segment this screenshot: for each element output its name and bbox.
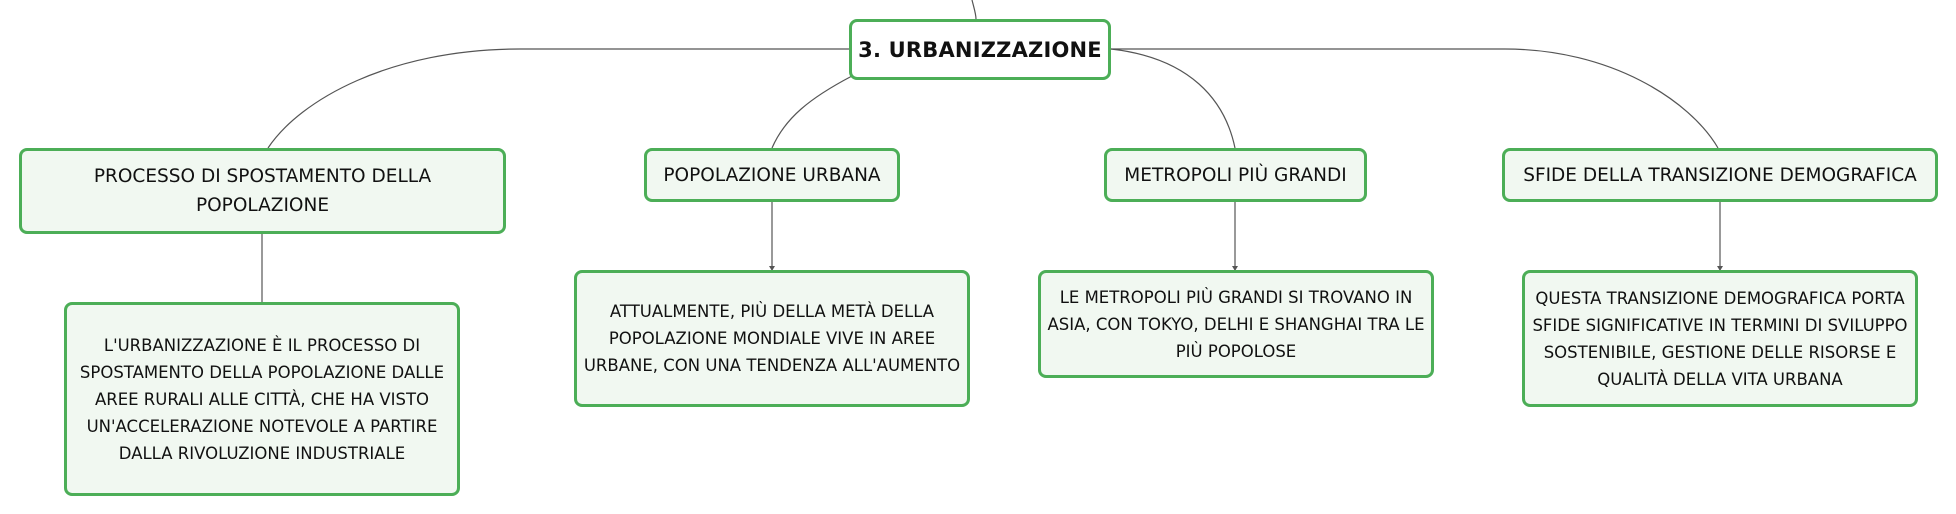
root-node[interactable]: 3. URBANIZZAZIONE: [849, 19, 1111, 80]
arrowhead-detail-3: [1232, 266, 1238, 271]
detail-node-text: LE METROPOLI PIÙ GRANDI SI TROVANO IN AS…: [1047, 287, 1425, 361]
detail-node-spostamento[interactable]: L'URBANIZZAZIONE È IL PROCESSO DI SPOSTA…: [64, 302, 460, 496]
detail-node-sfide[interactable]: QUESTA TRANSIZIONE DEMOGRAFICA PORTA SFI…: [1522, 270, 1918, 407]
branch-node-label: METROPOLI PIÙ GRANDI: [1124, 164, 1347, 186]
connector-root-to-branch-2: [771, 75, 853, 149]
branch-node-label: POPOLAZIONE URBANA: [663, 164, 881, 186]
detail-node-text: L'URBANIZZAZIONE È IL PROCESSO DI SPOSTA…: [79, 335, 445, 463]
root-node-label: 3. URBANIZZAZIONE: [858, 37, 1102, 62]
connector-root-to-branch-3: [1110, 48, 1236, 149]
branch-node-label: SFIDE DELLA TRANSIZIONE DEMOGRAFICA: [1523, 164, 1917, 186]
connector-root-to-branch-4: [1111, 48, 1719, 149]
connector-root-to-branch-1: [267, 48, 849, 149]
arrowhead-detail-4: [1717, 266, 1723, 271]
detail-node-text: QUESTA TRANSIZIONE DEMOGRAFICA PORTA SFI…: [1532, 288, 1908, 389]
branch-node-metropoli[interactable]: METROPOLI PIÙ GRANDI: [1104, 148, 1367, 202]
branch-node-spostamento[interactable]: PROCESSO DI SPOSTAMENTO DELLA POPOLAZION…: [19, 148, 506, 234]
arrowhead-detail-2: [769, 266, 775, 271]
detail-node-metropoli[interactable]: LE METROPOLI PIÙ GRANDI SI TROVANO IN AS…: [1038, 270, 1434, 378]
branch-node-sfide[interactable]: SFIDE DELLA TRANSIZIONE DEMOGRAFICA: [1502, 148, 1938, 202]
branch-node-label: PROCESSO DI SPOSTAMENTO DELLA POPOLAZION…: [93, 166, 432, 216]
branch-node-popolazione-urbana[interactable]: POPOLAZIONE URBANA: [644, 148, 900, 202]
detail-node-text: ATTUALMENTE, PIÙ DELLA METÀ DELLA POPOLA…: [583, 302, 961, 375]
connector-parent-to-root: [971, 0, 977, 20]
detail-node-popolazione-urbana[interactable]: ATTUALMENTE, PIÙ DELLA METÀ DELLA POPOLA…: [574, 270, 970, 407]
